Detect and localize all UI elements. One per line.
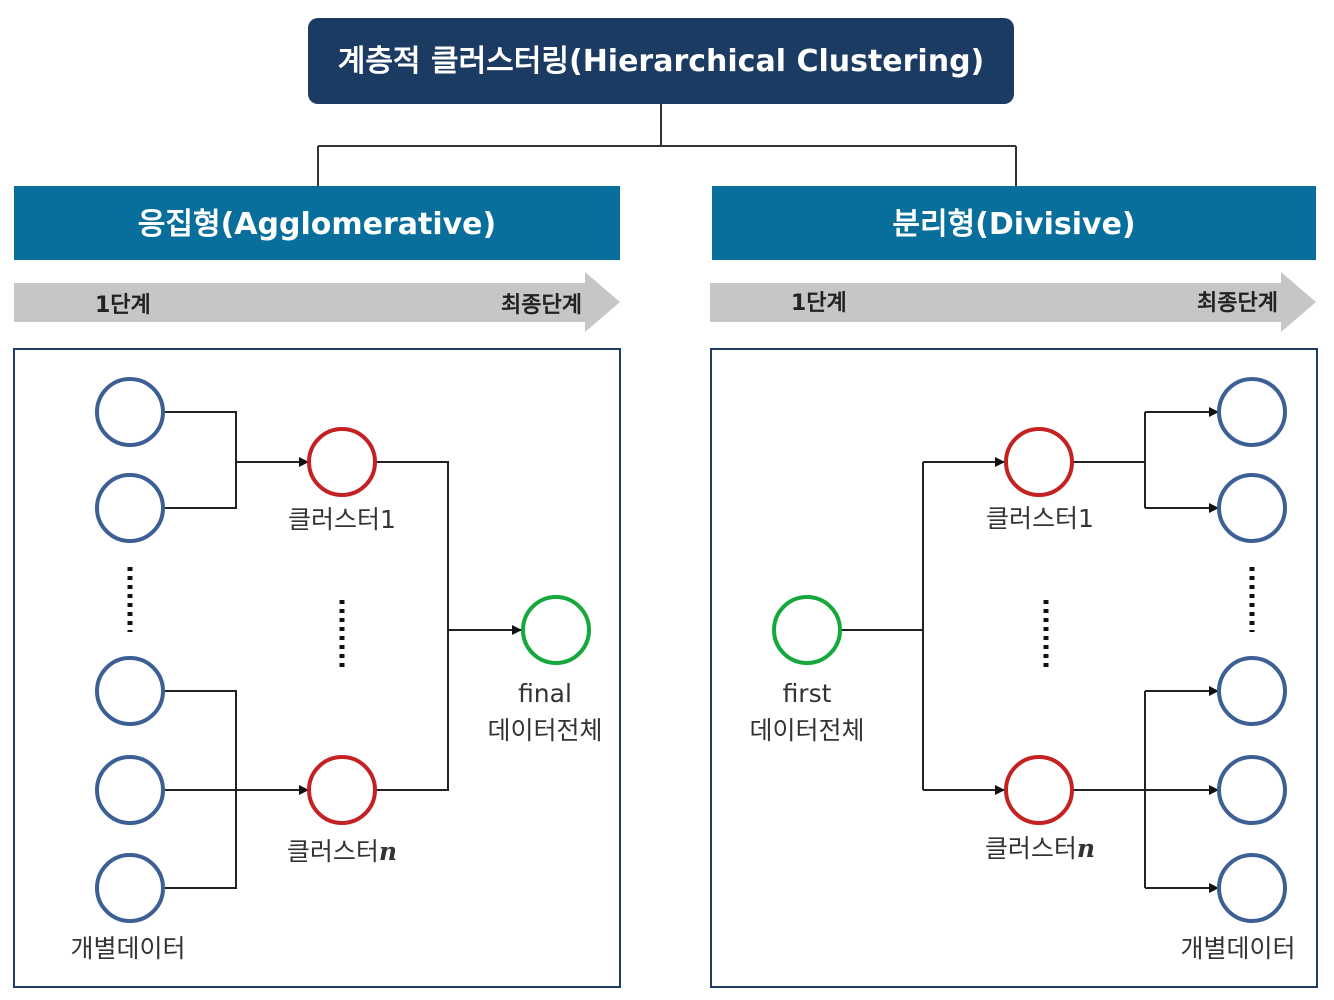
agglomerative-header-bg [14, 186, 620, 260]
title-background [308, 18, 1014, 104]
agg-cluster1-node [307, 427, 377, 497]
divisive-stage-start: 1단계 [791, 291, 847, 316]
agg-data-node [95, 377, 165, 447]
agglomerative-stage-arrow-icon [14, 272, 620, 332]
divisive-header: 분리형(Divisive) [892, 207, 1135, 242]
agg-clustern-label: 클러스터n [287, 837, 397, 866]
div-data-node [1217, 755, 1287, 825]
div-cluster1-node [1004, 427, 1074, 497]
divisive-stage-arrow-icon [710, 272, 1316, 332]
div-first-label: 데이터전체 [749, 716, 864, 745]
agg-cluster1-label: 클러스터1 [288, 505, 396, 534]
agg-clustern-suffix: n [379, 837, 397, 866]
div-individual-label: 개별데이터 [1180, 934, 1295, 963]
div-clustern-label: 클러스터n [985, 834, 1095, 863]
div-cluster1-label: 클러스터1 [986, 504, 1094, 533]
div-data-node [1217, 656, 1287, 726]
divisive-header-bg [712, 186, 1316, 260]
divisive-section: 분리형(Divisive) 1단계 최종단계 [710, 186, 1318, 988]
div-clustern-suffix: n [1077, 834, 1095, 863]
div-clustern-prefix: 클러스터 [985, 834, 1077, 863]
tree-connector [317, 104, 1017, 186]
agg-data-node [95, 473, 165, 543]
agglomerative-stage-start: 1단계 [95, 293, 151, 318]
agglomerative-header: 응집형(Agglomerative) [138, 207, 496, 242]
agg-link-top-pair [164, 411, 237, 509]
title-box: 계층적 클러스터링(Hierarchical Clustering) [308, 18, 1014, 104]
agg-data-node [95, 656, 165, 726]
agg-final-node [521, 595, 591, 665]
agg-clustern-prefix: 클러스터 [287, 837, 379, 866]
agg-final-word: final [518, 679, 572, 708]
divisive-panel [710, 348, 1318, 988]
agg-link-clusters [376, 461, 449, 791]
agglomerative-links [164, 411, 522, 889]
agg-data-node [95, 853, 165, 923]
agglomerative-section: 응집형(Agglomerative) 1단계 최종단계 [13, 186, 621, 988]
agg-individual-label: 개별데이터 [70, 934, 185, 963]
agg-data-node [95, 755, 165, 825]
agglomerative-stage-end: 최종단계 [501, 293, 582, 318]
agglomerative-panel [13, 348, 621, 988]
agg-final-label: 데이터전체 [487, 716, 602, 745]
diagram-title: 계층적 클러스터링(Hierarchical Clustering) [338, 44, 985, 79]
divisive-links [840, 407, 1219, 893]
agg-clustern-node [307, 755, 377, 825]
div-first-node [772, 595, 842, 665]
div-clustern-node [1004, 755, 1074, 825]
div-first-word: first [783, 679, 832, 708]
div-data-node [1217, 853, 1287, 923]
divisive-stage-end: 최종단계 [1197, 291, 1278, 316]
div-data-node [1217, 473, 1287, 543]
div-data-node [1217, 377, 1287, 447]
